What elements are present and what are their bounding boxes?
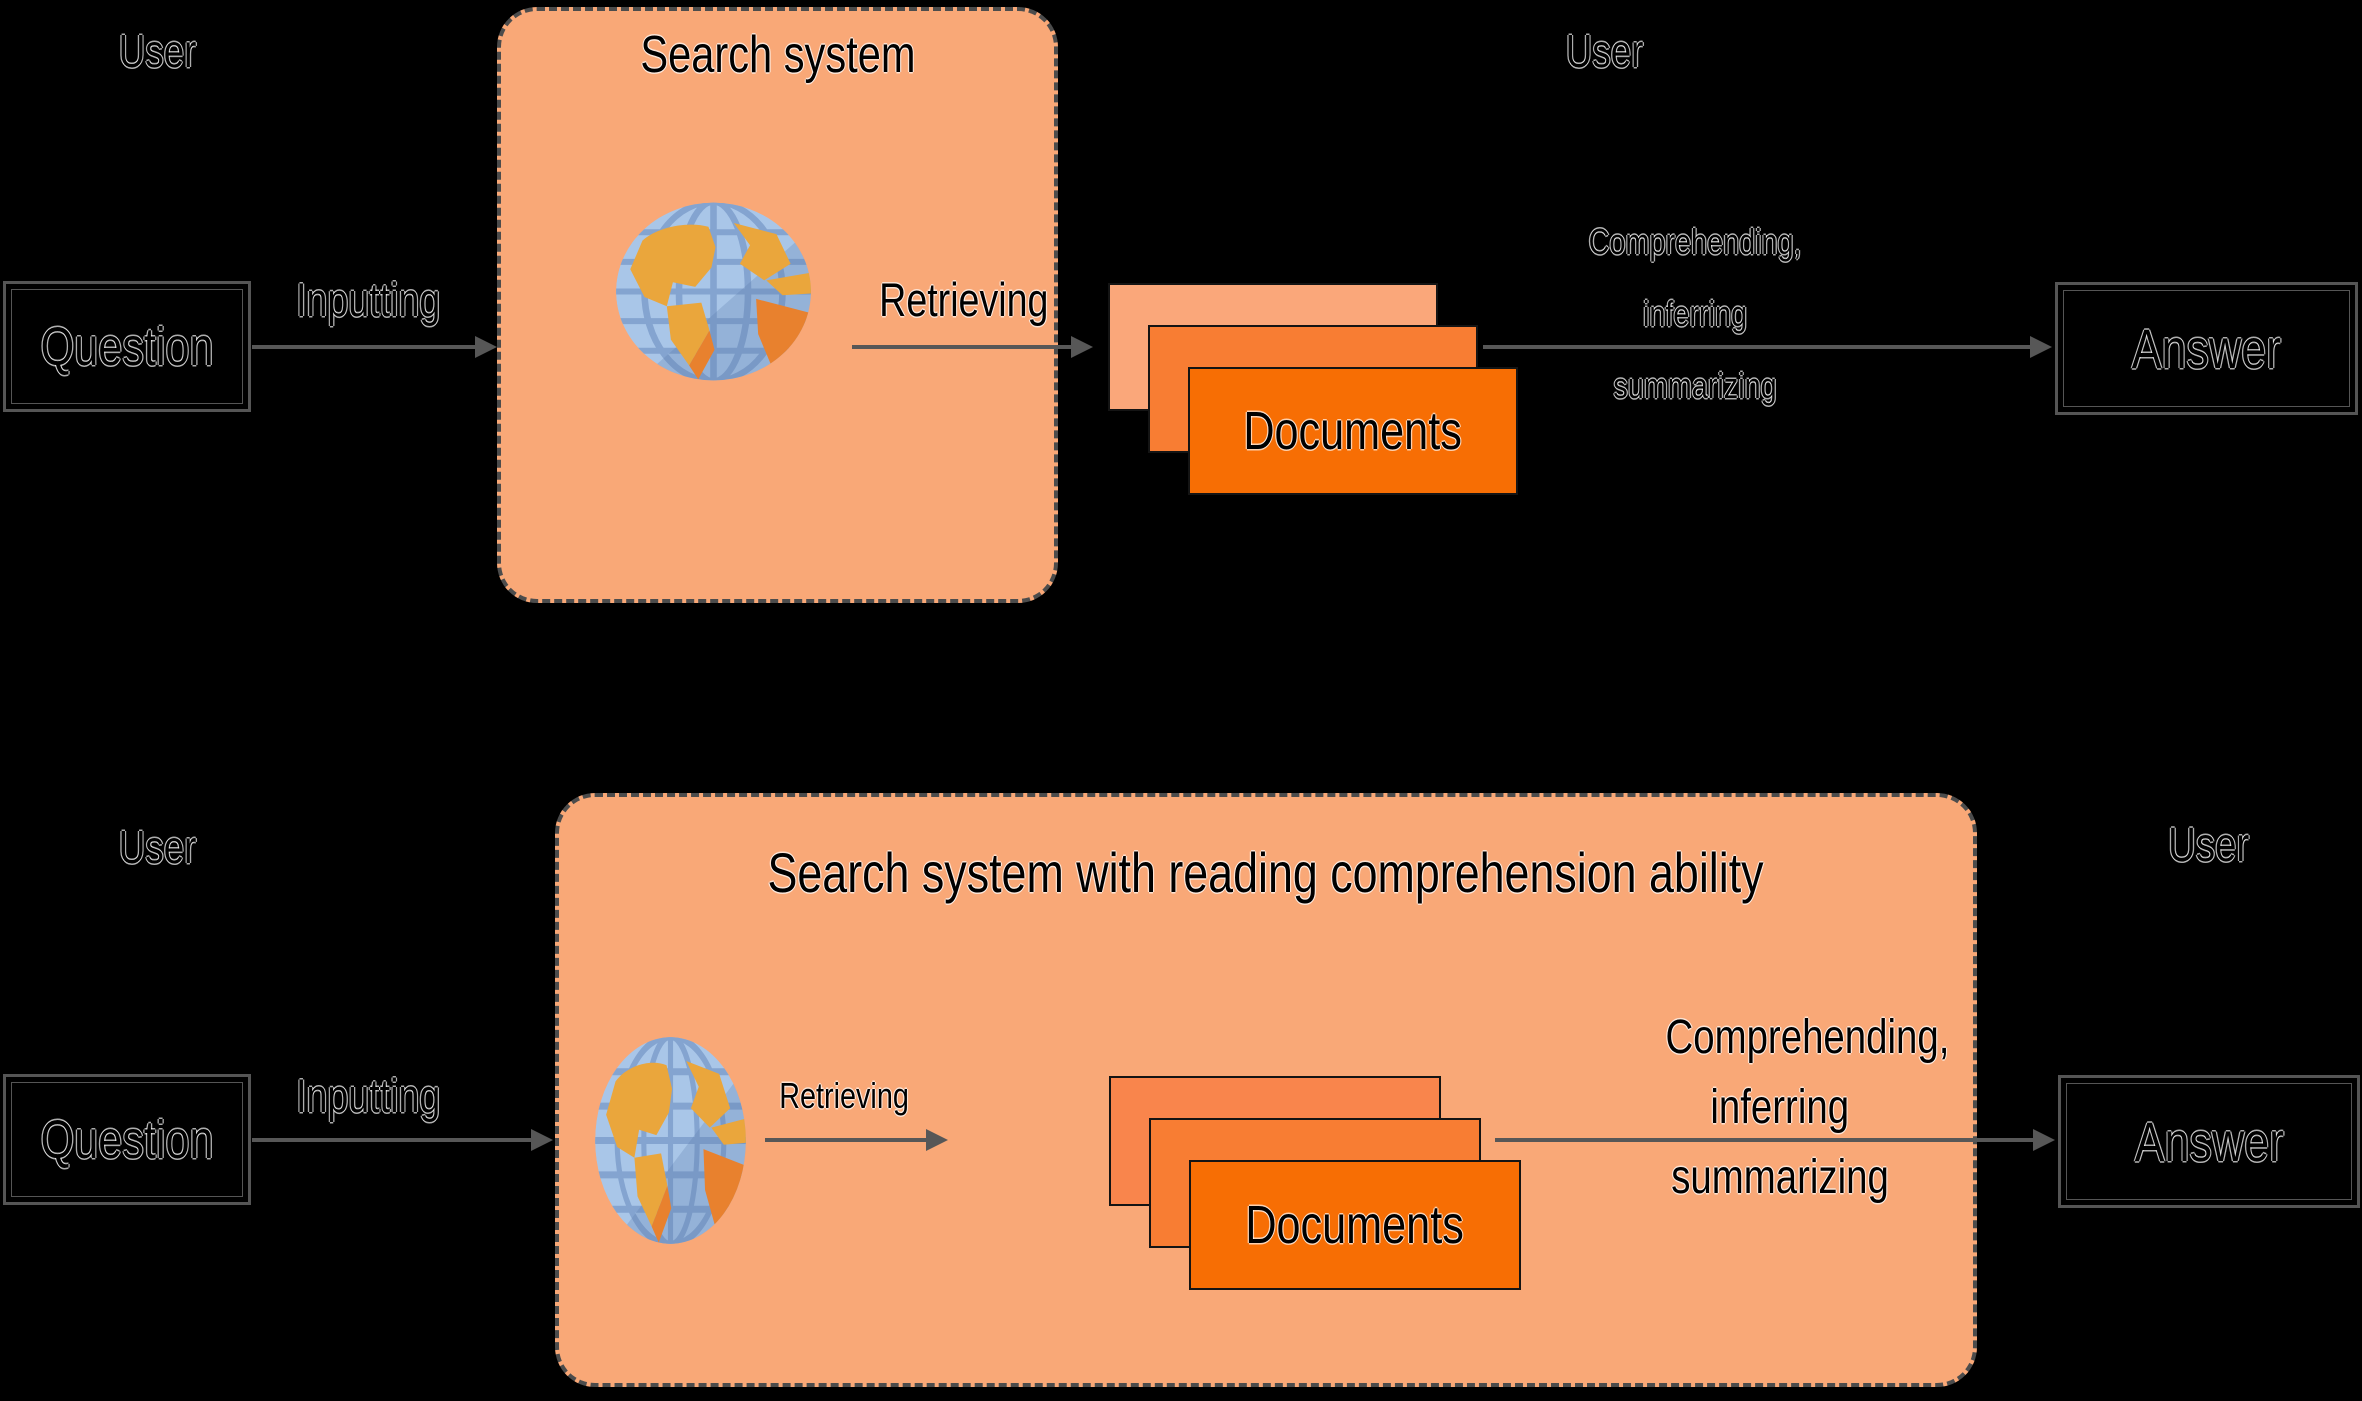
bottom-comprehending-arrowhead-icon <box>2033 1129 2055 1151</box>
top-answer-box: Answer <box>2055 282 2358 415</box>
bottom-search-system-title: Search system with reading comprehension… <box>767 841 1765 904</box>
top-inputting-arrow <box>252 345 477 349</box>
top-inputting-label: Inputting <box>295 273 441 326</box>
top-comprehending-arrow <box>1483 345 2030 349</box>
top-search-system-title: Search system <box>639 26 916 84</box>
top-comprehending-label: Comprehending, inferring summarizing <box>1588 221 1802 406</box>
top-question-box: Question <box>3 281 251 412</box>
bottom-user-left-label: User <box>119 821 197 873</box>
bottom-user-right-label: User <box>2168 819 2250 872</box>
top-comprehending-arrowhead-icon <box>2030 336 2052 358</box>
bottom-inputting-label: Inputting <box>295 1069 441 1122</box>
top-inputting-arrowhead-icon <box>475 336 497 358</box>
top-retrieving-label: Retrieving <box>879 273 1049 326</box>
top-question-label: Question <box>40 316 214 377</box>
bottom-retrieving-arrowhead-icon <box>926 1129 948 1151</box>
bottom-comprehending-label: Comprehending, inferring summarizing <box>1665 1011 1950 1204</box>
top-user-right-label: User <box>1566 25 1644 77</box>
bottom-answer-label: Answer <box>2134 1110 2284 1173</box>
top-documents-label: Documents <box>1243 401 1463 461</box>
globe-icon <box>616 202 811 381</box>
bottom-retrieving-arrow <box>765 1138 926 1142</box>
top-retrieving-arrowhead-icon <box>1071 336 1093 358</box>
top-user-left-label: User <box>58 24 258 78</box>
top-documents-stack: Documents <box>1108 283 1520 497</box>
bottom-question-label: Question <box>40 1109 214 1170</box>
bottom-inputting-arrowhead-icon <box>531 1129 553 1151</box>
bottom-documents-label: Documents <box>1245 1195 1465 1255</box>
bottom-documents-stack: Documents <box>1109 1076 1523 1292</box>
top-retrieving-arrow <box>852 345 1071 349</box>
bottom-question-box: Question <box>3 1074 251 1205</box>
globe-icon <box>595 1037 746 1244</box>
top-answer-label: Answer <box>2131 317 2282 380</box>
bottom-comprehending-arrow <box>1495 1138 2033 1142</box>
document-sheet-front: Documents <box>1188 367 1518 495</box>
bottom-answer-box: Answer <box>2058 1075 2360 1208</box>
top-user-left-text: User <box>119 25 197 77</box>
bottom-retrieving-label: Retrieving <box>779 1075 909 1116</box>
bottom-inputting-arrow <box>252 1138 531 1142</box>
document-sheet-front: Documents <box>1189 1160 1521 1290</box>
